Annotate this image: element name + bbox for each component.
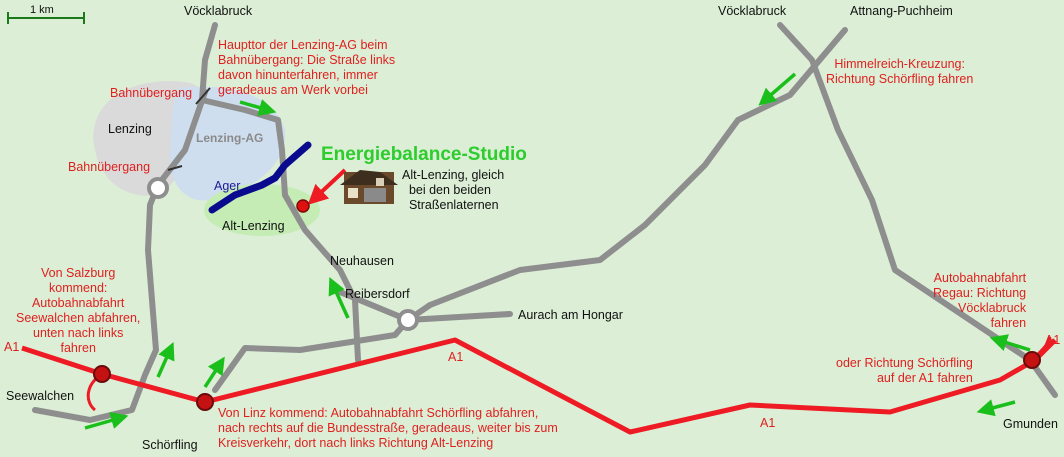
label-a1-mid: A1 xyxy=(448,350,464,364)
arrow-schoerfling xyxy=(203,356,225,388)
house-icon xyxy=(340,170,398,204)
studio-location-marker xyxy=(296,199,310,213)
junction-regau xyxy=(1023,351,1041,369)
arrow-seewalchen xyxy=(84,411,129,430)
motorway-a1 xyxy=(21,337,1057,435)
label-a1-bottom: A1 xyxy=(760,416,776,430)
arrow-gmunden-a1 xyxy=(976,399,1016,417)
river-ager xyxy=(208,141,312,214)
road-voecklabruck-lenzing xyxy=(199,22,361,363)
arrow-reibersdorf xyxy=(328,277,350,319)
note-schoerfling-a1: oder Richtung Schörfling auf der A1 fahr… xyxy=(836,356,973,385)
label-bahnuebergang-top: Bahnübergang xyxy=(110,86,193,100)
road-voecklabruck-gmunden xyxy=(777,22,1058,398)
scale-label: 1 km xyxy=(30,4,54,16)
label-a1-left: A1 xyxy=(4,340,20,354)
arrow-regau xyxy=(989,334,1031,352)
note-regau: Autobahnabfahrt Regau: Richtung Vöcklabr… xyxy=(933,271,1027,330)
place-ager: Ager xyxy=(214,179,241,193)
place-attnang-puchheim: Attnang-Puchheim xyxy=(850,4,953,18)
place-voecklabruck-left: Vöcklabruck xyxy=(184,4,253,18)
place-neuhausen: Neuhausen xyxy=(330,254,394,268)
note-linz: Von Linz kommend: Autobahnabfahrt Schörf… xyxy=(218,406,558,450)
roundabout-kreisverkehr xyxy=(397,309,419,331)
place-lenzing: Lenzing xyxy=(108,122,152,136)
place-lenzing-ag: Lenzing-AG xyxy=(196,131,264,145)
studio-name: Energiebalance-Studio xyxy=(321,144,527,165)
arrow-haupttor xyxy=(239,99,277,117)
label-a1-right: A1 xyxy=(1045,333,1061,347)
place-aurach-am-hongar: Aurach am Hongar xyxy=(518,308,623,322)
roundabout-lenzing xyxy=(147,177,169,199)
place-seewalchen: Seewalchen xyxy=(6,389,75,403)
place-reibersdorf: Reibersdorf xyxy=(345,287,410,301)
place-gmunden: Gmunden xyxy=(1003,417,1058,431)
place-schoerfling: Schörfling xyxy=(142,438,198,452)
junction-seewalchen xyxy=(93,365,111,383)
arrow-salzburg xyxy=(156,342,175,378)
studio-description: Alt-Lenzing, gleich bei den beiden Straß… xyxy=(402,168,505,212)
rail-crossing-left xyxy=(167,165,183,171)
note-himmelreich: Himmelreich-Kreuzung: Richtung Schörflin… xyxy=(826,57,974,86)
place-alt-lenzing: Alt-Lenzing xyxy=(222,219,285,233)
rail-crossing-top xyxy=(195,87,211,105)
junction-schoerfling xyxy=(196,393,214,411)
place-voecklabruck-right: Vöcklabruck xyxy=(718,4,787,18)
arrow-himmelreich xyxy=(758,72,797,106)
arrow-to-studio xyxy=(307,168,347,205)
note-salzburg: Von Salzburg kommend: Autobahnabfahrt Se… xyxy=(16,266,141,355)
road-kreisverkehr-west xyxy=(212,289,411,393)
note-haupttor: Haupttor der Lenzing-AG beim Bahnübergan… xyxy=(218,38,396,97)
road-kreisverkehr-aurach xyxy=(405,311,513,323)
label-bahnuebergang-left: Bahnübergang xyxy=(68,160,151,174)
